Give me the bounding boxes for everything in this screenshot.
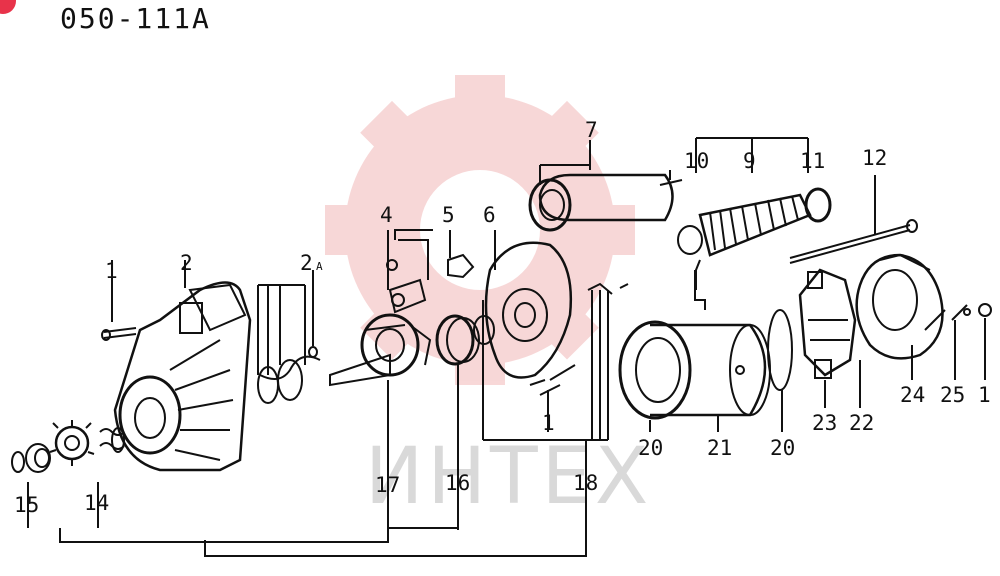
part-22-brush-holder <box>798 268 861 408</box>
page-code: 050-111A <box>60 2 211 35</box>
callout-12: 12 <box>862 146 887 170</box>
callout-23: 23 <box>812 411 837 435</box>
callout-20-right: 20 <box>770 436 795 460</box>
part-6-plate <box>484 230 576 432</box>
callout-1-mid: 1 <box>542 411 555 435</box>
part-4-bracket <box>386 229 433 314</box>
callout-14: 14 <box>84 491 109 515</box>
part-lever-fork <box>257 270 321 404</box>
callout-22: 22 <box>849 411 874 435</box>
part-9-armature <box>677 137 832 290</box>
callout-7: 7 <box>585 118 598 142</box>
callout-2: 2 <box>180 251 193 275</box>
callout-6: 6 <box>483 203 496 227</box>
callout-1-right: 1 <box>978 383 991 407</box>
part-1-bolt-left <box>101 260 137 341</box>
callout-25: 25 <box>940 383 965 407</box>
callout-2a: 2 <box>300 251 313 275</box>
watermark-text: ИНТЕХ <box>365 432 652 522</box>
part-24-end-cover <box>855 253 946 380</box>
part-18-bolts <box>482 282 629 555</box>
grouping-brackets <box>27 482 587 557</box>
callout-18: 18 <box>573 471 598 495</box>
part-14-pinion <box>49 420 125 466</box>
part-2-drive-housing <box>113 260 252 472</box>
part-21-yoke <box>618 270 793 432</box>
callout-21: 21 <box>707 436 732 460</box>
part-25-washer <box>951 303 992 380</box>
callout-20-left: 20 <box>638 436 663 460</box>
part-12-through-bolt <box>789 175 918 264</box>
part-7-solenoid <box>528 140 683 232</box>
callout-9: 9 <box>743 149 756 173</box>
callout-5: 5 <box>442 203 455 227</box>
callout-4: 4 <box>380 203 393 227</box>
callout-15: 15 <box>14 493 39 517</box>
callout-10: 10 <box>684 149 709 173</box>
callouts: 1 2 2 A 4 5 6 7 10 9 11 12 1 20 21 20 23… <box>14 118 991 517</box>
part-5-clip <box>447 230 475 279</box>
callout-24: 24 <box>900 383 925 407</box>
callout-16: 16 <box>445 471 470 495</box>
part-17-shaft <box>329 313 432 530</box>
callout-17: 17 <box>375 473 400 497</box>
part-15-ring <box>11 443 51 473</box>
callout-11: 11 <box>800 149 825 173</box>
callout-1-left: 1 <box>105 259 118 283</box>
callout-2a-sub: A <box>316 260 323 273</box>
